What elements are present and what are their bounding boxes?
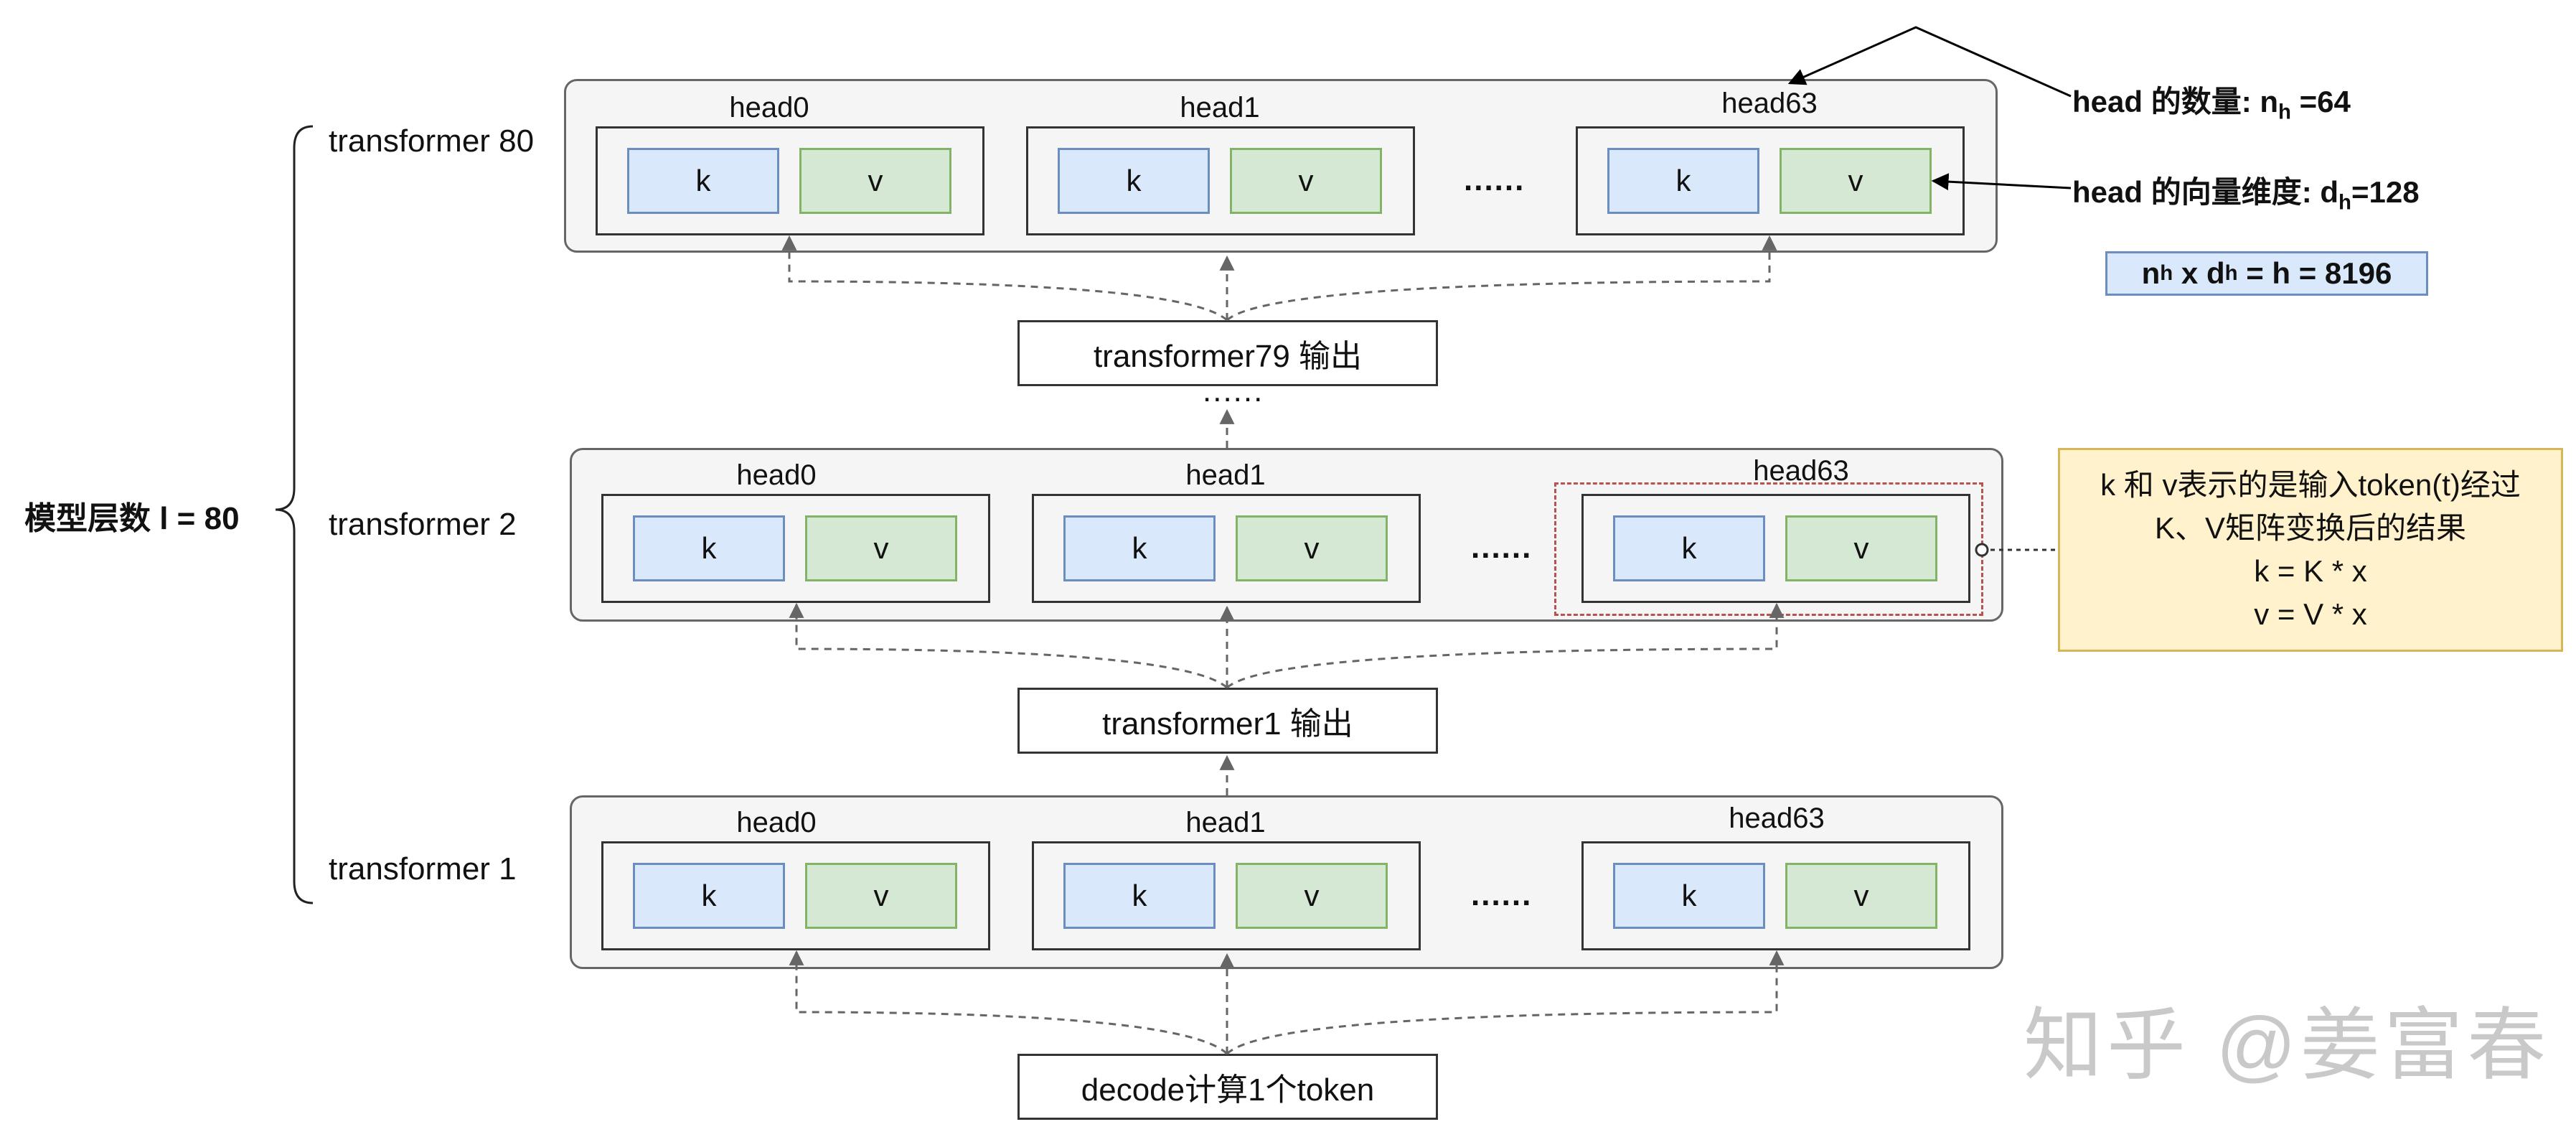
- k-cell: k: [1613, 863, 1765, 929]
- num-heads-annotation: head 的数量: nh =64: [2072, 85, 2351, 124]
- note-line: K、V矩阵变换后的结果: [2154, 511, 2467, 545]
- v-cell: v: [805, 515, 957, 581]
- head-label: head1: [1185, 807, 1266, 838]
- head-label: head1: [1180, 92, 1260, 123]
- watermark: 知乎 @姜富春: [2023, 1001, 2551, 1090]
- fan-arrows-mid: [789, 602, 1785, 689]
- note-line: k 和 v表示的是输入token(t)经过: [2100, 468, 2521, 502]
- head-label: head63: [1721, 88, 1818, 119]
- head-label: head0: [736, 807, 817, 838]
- note-connector-dot: [1975, 543, 1989, 557]
- note-line: k = K * x: [2254, 554, 2367, 588]
- head-label: head0: [736, 459, 817, 491]
- k-cell: k: [633, 515, 785, 581]
- v-cell: v: [1230, 148, 1382, 214]
- k-cell: k: [627, 148, 779, 214]
- k-cell: k: [1063, 515, 1216, 581]
- head-label: head63: [1729, 803, 1825, 834]
- num-heads-arrow: [1787, 26, 2072, 98]
- head-label: head1: [1185, 459, 1266, 491]
- fan-arrows-bottom: [789, 950, 1785, 1055]
- output-transformer1: transformer1 输出: [1017, 688, 1438, 754]
- v-cell: v: [805, 863, 957, 929]
- v-cell: v: [1236, 863, 1388, 929]
- head-ellipsis: ......: [1471, 877, 1533, 912]
- head-dim-arrow: [1931, 173, 2072, 191]
- v-cell: v: [1236, 515, 1388, 581]
- layer-label-transformer-80: transformer 80: [329, 123, 535, 159]
- k-cell: k: [1063, 863, 1216, 929]
- layer-label-transformer-2: transformer 2: [329, 507, 517, 542]
- v-cell: v: [1785, 515, 1937, 581]
- layer-label-transformer-1: transformer 1: [329, 851, 517, 887]
- vertical-ellipsis: ......: [1203, 373, 1264, 408]
- head-label: head0: [729, 92, 809, 123]
- k-cell: k: [633, 863, 785, 929]
- v-cell: v: [1785, 863, 1937, 929]
- k-cell: k: [1607, 148, 1759, 214]
- output-transformer79: transformer79 输出: [1017, 320, 1438, 386]
- fan-arrows-top: [781, 235, 1777, 322]
- head-dim-annotation: head 的向量维度: dh=128: [2072, 175, 2420, 215]
- head-label: head63: [1753, 455, 1849, 487]
- head-ellipsis: ......: [1471, 530, 1533, 565]
- layer-brace: [275, 125, 314, 904]
- k-cell: k: [1058, 148, 1210, 214]
- model-layers-label: 模型层数 l = 80: [24, 501, 240, 536]
- v-cell: v: [1780, 148, 1932, 214]
- decode-token-box: decode计算1个token: [1017, 1054, 1438, 1120]
- head-ellipsis: ......: [1464, 162, 1526, 197]
- note-line: v = V * x: [2254, 597, 2367, 631]
- k-cell: k: [1613, 515, 1765, 581]
- v-cell: v: [799, 148, 951, 214]
- kv-explanation-note: k 和 v表示的是输入token(t)经过 K、V矩阵变换后的结果 k = K …: [2058, 448, 2563, 652]
